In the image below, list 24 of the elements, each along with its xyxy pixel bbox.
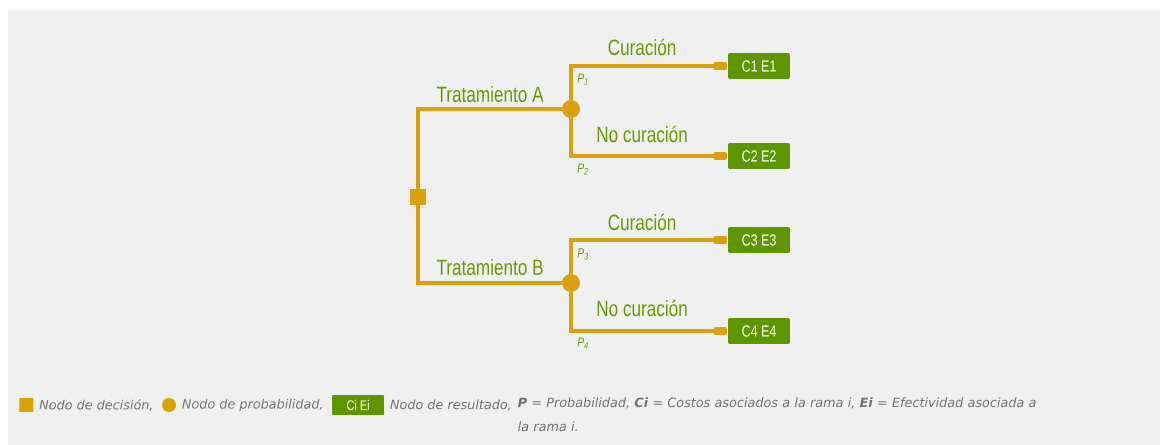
- chance-circle: [562, 274, 580, 292]
- branch-label: Curación: [606, 37, 678, 57]
- branch-line: [416, 107, 562, 189]
- legend-text: Nodo de resultado,: [390, 399, 511, 411]
- branch-line: [416, 205, 562, 285]
- probability-label: P$_{3}$: [577, 248, 589, 260]
- result-box: C3 E3: [728, 227, 790, 253]
- probability-label: P$_{1}$: [577, 73, 588, 85]
- legend-text: Nodo de probabilidad,: [182, 398, 322, 412]
- probability-label: P$_{4}$: [577, 337, 588, 349]
- branch-label: No curación: [594, 298, 690, 318]
- legend-text: Nodo de decisión,: [39, 399, 152, 411]
- result-box: C4 E4: [728, 318, 790, 344]
- branch-label: Curación: [606, 212, 678, 232]
- result-box: C1 E1: [728, 53, 790, 79]
- branch-line: [569, 62, 727, 100]
- branch-line: [569, 292, 727, 335]
- branch-label: No curación: [594, 124, 690, 144]
- legend-note: P = Probabilidad, Ci = Costos asociados a la rama i, Ei = Efectividad asociada a la rama i.: [517, 397, 1036, 432]
- probability-label: P$_{2}$: [577, 163, 589, 175]
- branch-line: [569, 236, 727, 274]
- result-box: C2 E2: [728, 143, 790, 169]
- chance-circle: [562, 100, 580, 118]
- branch-line: [569, 118, 727, 160]
